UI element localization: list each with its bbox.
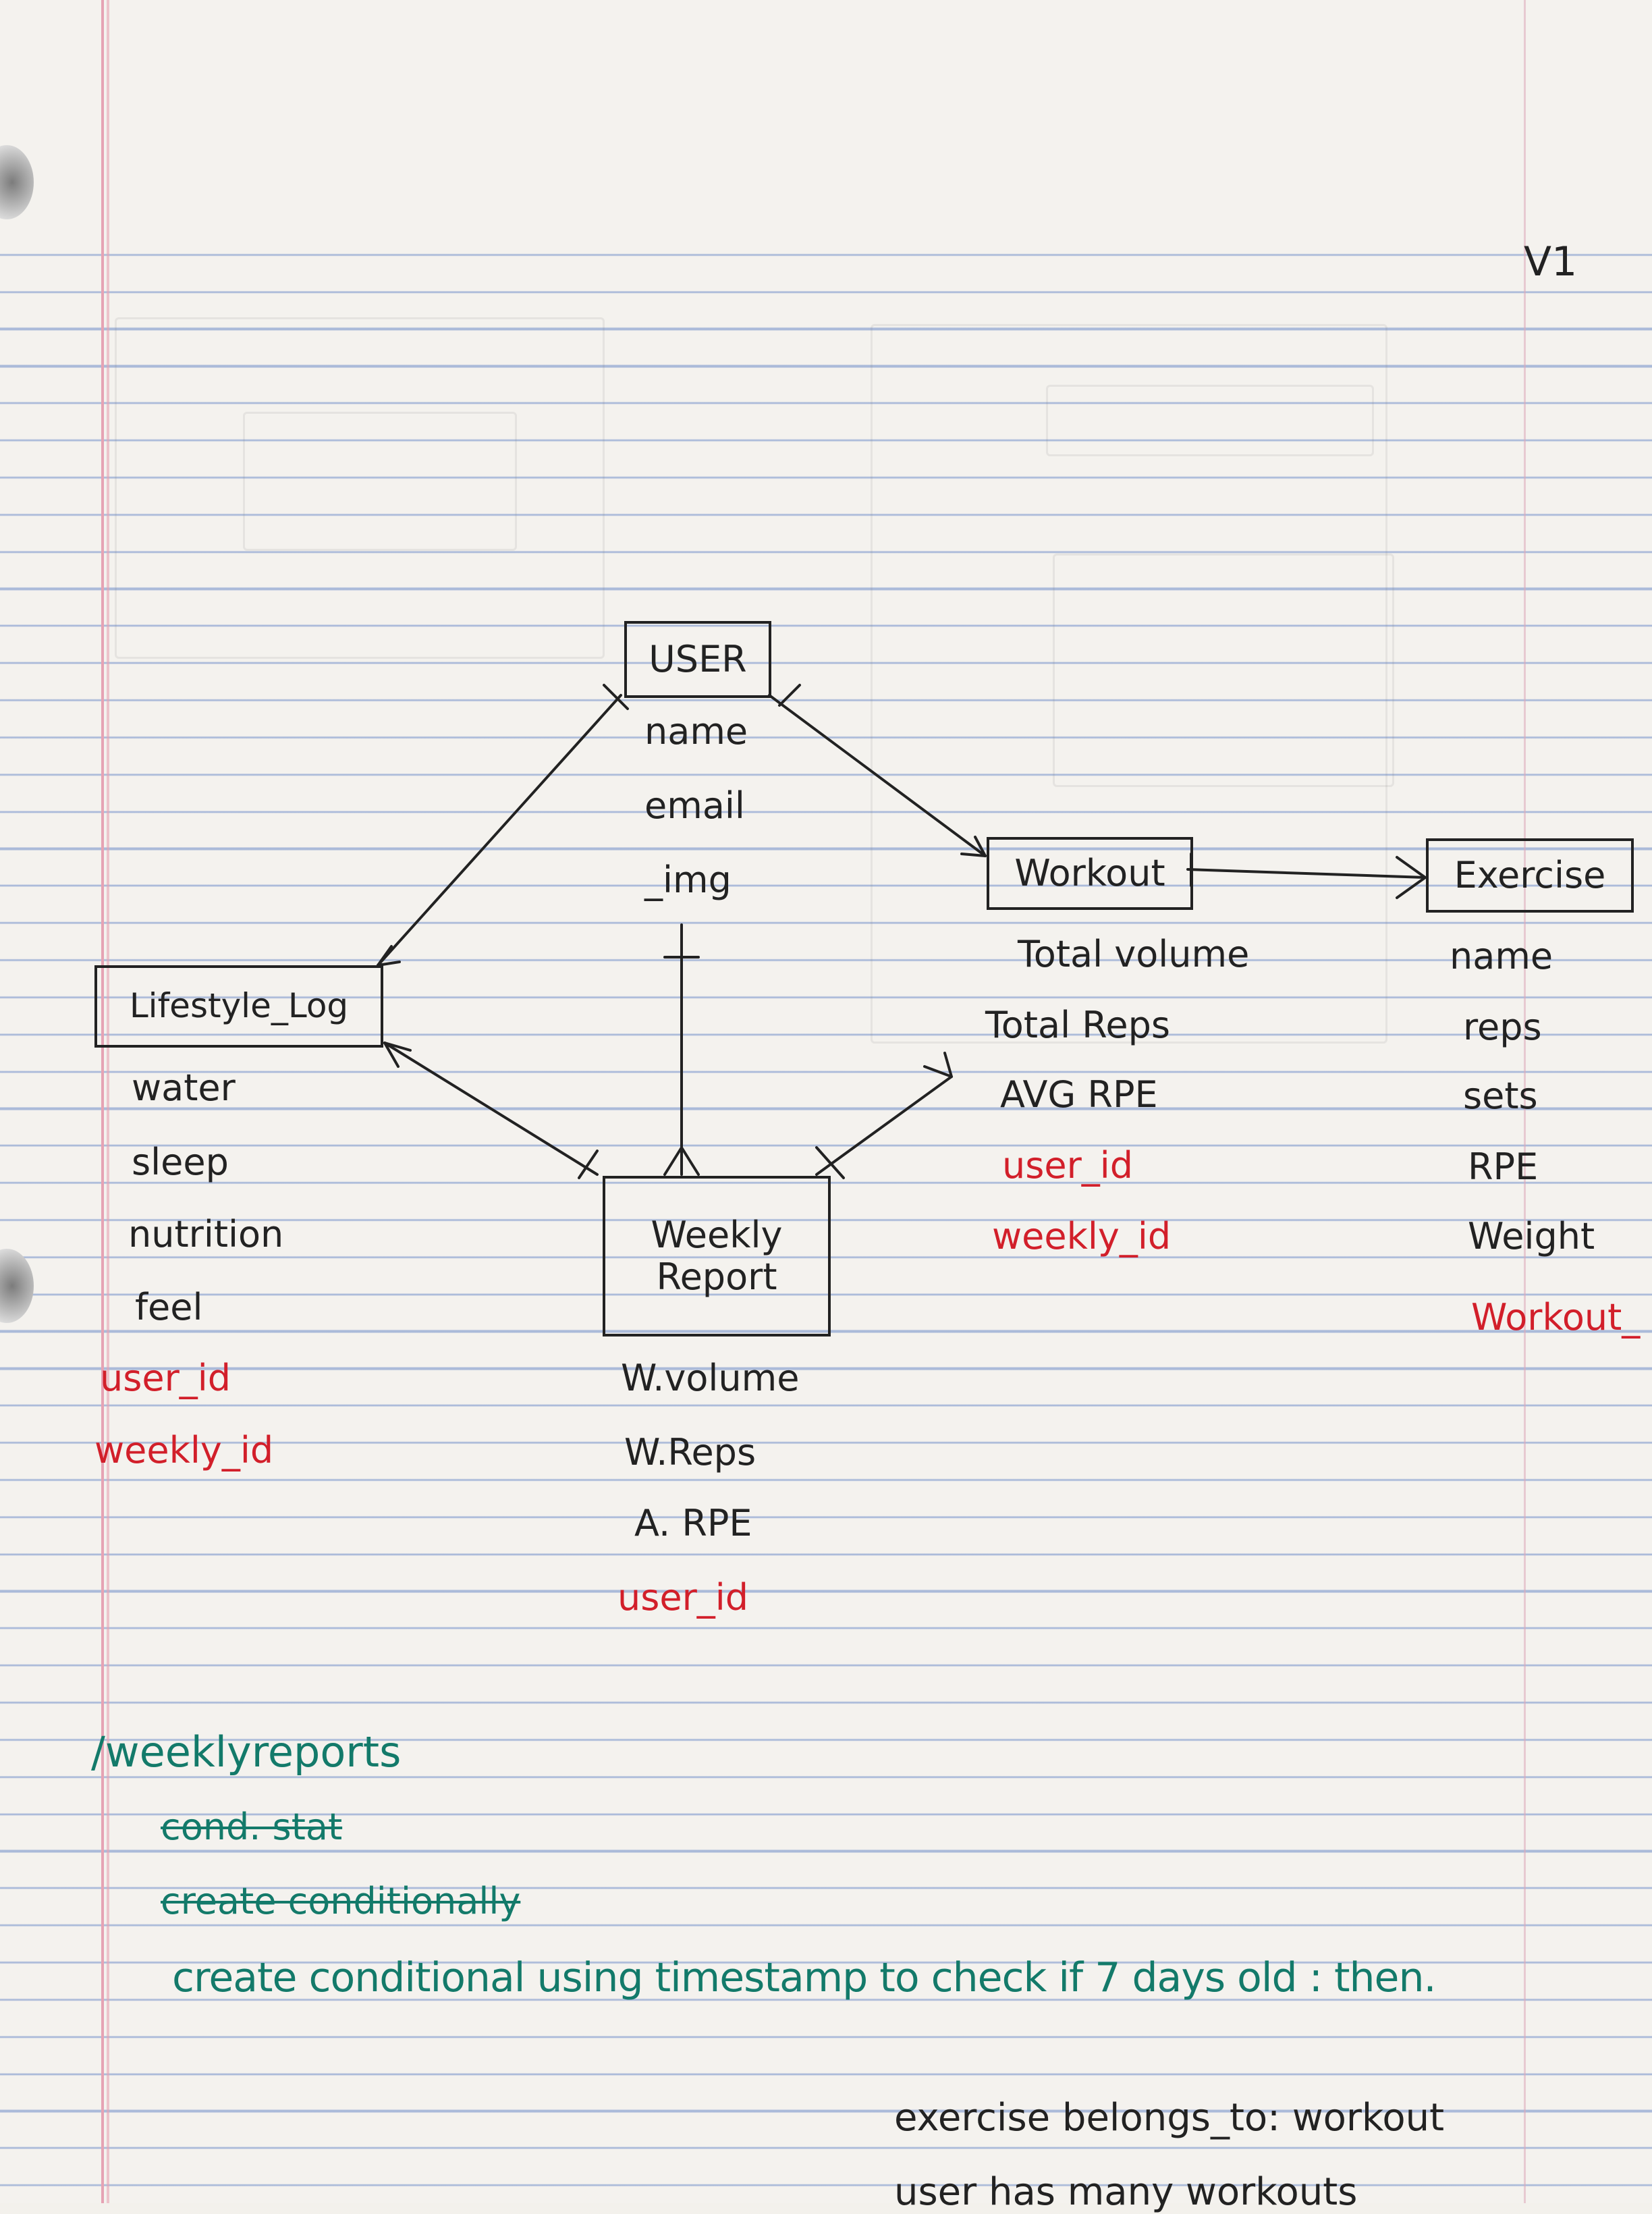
relationship-user-lifestyle (377, 694, 622, 967)
crows-foot (383, 1042, 412, 1068)
entity-workout: Workout (987, 837, 1193, 910)
foreign-key: user_id (617, 1576, 749, 1619)
attribute: Total volume (1018, 933, 1250, 975)
attribute: water (132, 1066, 236, 1109)
attribute: feel (135, 1286, 203, 1328)
attribute: _img (644, 859, 732, 901)
entity-title: Exercise (1454, 853, 1606, 896)
show-through-sketch (1046, 385, 1374, 456)
margin-line (101, 0, 104, 2203)
show-through-sketch (1053, 554, 1394, 787)
show-through-sketch (115, 317, 605, 659)
crows-foot (923, 1052, 953, 1078)
association-note: exercise belongs_to: workout (894, 2096, 1445, 2140)
entity-lifestyle-log: Lifestyle_Log (94, 965, 383, 1048)
margin-line-right (1524, 0, 1526, 2203)
relationship-workout-exercise (1186, 868, 1427, 879)
crows-foot (1396, 856, 1427, 899)
attribute: name (644, 710, 748, 753)
foreign-key: Workout_ (1471, 1296, 1641, 1339)
foreign-key: user_id (100, 1357, 231, 1399)
entity-weekly-report: Weekly Report (603, 1176, 831, 1336)
attribute: RPE (1468, 1145, 1539, 1188)
relationship-weekly-workout (815, 1075, 953, 1176)
condition-note: create conditional using timestamp to ch… (172, 1954, 1437, 2001)
entity-title-line: Report (656, 1256, 777, 1298)
attribute: email (644, 784, 745, 827)
one-tick (603, 684, 629, 710)
show-through-sketch (871, 324, 1387, 1044)
show-through-sketch (243, 412, 517, 551)
entity-user: USER (624, 621, 771, 698)
one-tick (815, 1146, 845, 1179)
attribute: W.Reps (624, 1431, 756, 1474)
attribute: reps (1463, 1006, 1542, 1048)
relationship-lifestyle-weekly (383, 1042, 599, 1176)
struck-note: create conditionally (161, 1880, 521, 1922)
attribute: nutrition (128, 1213, 284, 1256)
one-tick (578, 1150, 599, 1179)
entity-exercise: Exercise (1426, 838, 1634, 913)
attribute: Weight (1468, 1215, 1595, 1258)
entity-title: Workout (1014, 851, 1165, 894)
version-label: V1 (1524, 238, 1578, 286)
relationship-user-workout (768, 694, 987, 857)
crows-foot (663, 1146, 700, 1176)
attribute: AVG RPE (1000, 1073, 1158, 1116)
margin-line (107, 0, 109, 2203)
attribute: sleep (132, 1141, 229, 1183)
one-tick (778, 684, 801, 707)
crows-foot (960, 836, 987, 857)
foreign-key: weekly_id (992, 1215, 1172, 1258)
foreign-key: weekly_id (94, 1429, 274, 1472)
route-note: /weeklyreports (91, 1727, 402, 1777)
entity-title: Lifestyle_Log (129, 986, 349, 1026)
attribute: name (1450, 935, 1553, 977)
entity-title-line: Weekly (651, 1213, 783, 1256)
struck-note: cond. stat (161, 1806, 343, 1848)
attribute: W.volume (621, 1357, 800, 1399)
association-note: user has many workouts (894, 2170, 1358, 2214)
entity-title: USER (649, 637, 747, 680)
crows-foot (377, 945, 401, 967)
attribute: Total Reps (985, 1004, 1171, 1046)
foreign-key: user_id (1002, 1144, 1134, 1187)
attribute: A. RPE (634, 1502, 752, 1544)
attribute: sets (1463, 1075, 1538, 1117)
